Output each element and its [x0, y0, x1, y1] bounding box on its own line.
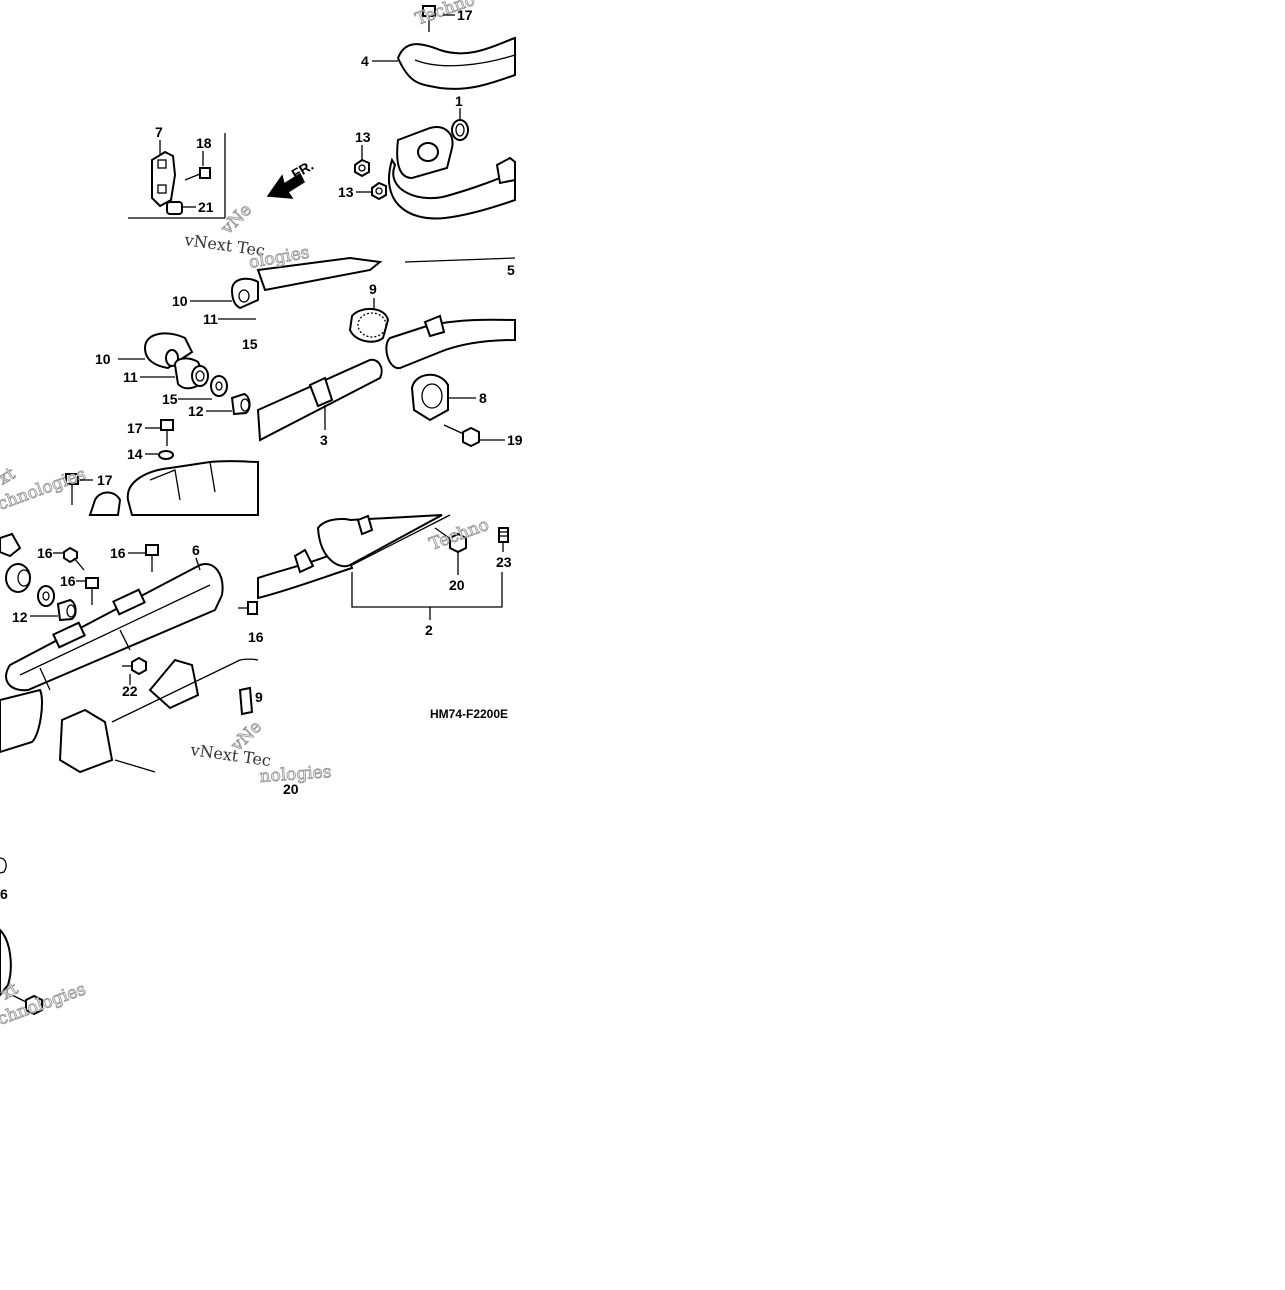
- diagram-code: HM74-F2200E: [430, 707, 508, 721]
- callout-11: 11: [123, 369, 138, 385]
- washer-part: [210, 375, 228, 397]
- heat-shield-part: [5, 563, 224, 692]
- callout-16: 16: [110, 545, 126, 561]
- washer-part: [158, 450, 174, 460]
- muffler-part: [257, 514, 451, 600]
- collar-part: [56, 598, 77, 622]
- callout-17: 17: [97, 472, 113, 488]
- bolt-part: [184, 167, 211, 181]
- callout-21: 21: [198, 199, 214, 215]
- watermark-text: xt: [0, 464, 19, 490]
- callout-15: 15: [242, 336, 258, 352]
- bolt-part: [434, 527, 467, 554]
- callout-4: 4: [361, 53, 369, 69]
- heat-shield-part: [126, 460, 259, 516]
- callout-14: 14: [127, 446, 143, 462]
- callout-16: 16: [60, 573, 76, 589]
- callout-2: 2: [425, 622, 433, 638]
- callout-23: 23: [496, 554, 512, 570]
- callout-12: 12: [188, 403, 204, 419]
- callout-9: 9: [369, 281, 377, 297]
- tile-top-right: FR. Techno vNext Tec vNe: [128, 0, 516, 260]
- rubber-mount-part: [5, 563, 31, 593]
- tile-bottom-left: chnologies xt 6: [0, 857, 89, 1030]
- muffler-pipe-part: [385, 314, 516, 370]
- callout-17: 17: [457, 7, 473, 23]
- bolt-part: [122, 656, 147, 676]
- tile-bottom: Techno vNext Tec vNe nologies 16 16 16 6…: [0, 514, 512, 797]
- callout-20: 20: [449, 577, 465, 593]
- callout-17: 17: [127, 420, 143, 436]
- watermark-text: nologies: [259, 762, 332, 787]
- callout-6: 6: [0, 886, 8, 902]
- muffler-part: [0, 688, 43, 754]
- callout-13: 13: [338, 184, 354, 200]
- collar-part: [230, 392, 251, 416]
- callout-16: 16: [248, 629, 264, 645]
- callout-10: 10: [95, 351, 111, 367]
- callout-1: 1: [455, 93, 463, 109]
- bolt-part: [160, 419, 174, 446]
- callout-10: 10: [172, 293, 188, 309]
- bolt-part: [238, 601, 258, 615]
- bolt-part: [85, 577, 99, 605]
- muffler-bracket-part: [230, 277, 259, 310]
- bolt-part: [63, 546, 85, 571]
- callout-18: 18: [196, 135, 212, 151]
- callout-5: 5: [507, 262, 515, 278]
- bolt-part: [422, 5, 436, 32]
- gasket-part: [451, 119, 469, 141]
- clamp-inset: [128, 133, 226, 219]
- callout-16: 16: [37, 545, 53, 561]
- front-arrow-icon: FR.: [266, 157, 316, 199]
- tile-middle: ologies chnologies xt 10 11 15 5 9 10 11…: [0, 242, 523, 516]
- callout-6: 6: [192, 542, 200, 558]
- callout-3: 3: [320, 432, 328, 448]
- callout-8: 8: [479, 390, 487, 406]
- screw-part: [498, 527, 509, 543]
- callout-7: 7: [155, 124, 163, 140]
- pipe-clamp-part: [410, 373, 449, 422]
- rubber-mount-part: [173, 357, 209, 390]
- sleeve-part: [348, 308, 390, 343]
- callout-9: 9: [255, 689, 263, 705]
- nut-part: [354, 158, 387, 201]
- bolt-part: [11, 994, 43, 1016]
- collar-part: [166, 201, 183, 215]
- connecting-pipe-part: [256, 358, 383, 442]
- header-pipe-part: [387, 157, 516, 220]
- bolt-part: [145, 544, 159, 572]
- watermark-text: xt: [0, 979, 22, 1005]
- bolt-part: [443, 424, 480, 448]
- callout-13: 13: [355, 129, 371, 145]
- callout-20: 20: [283, 781, 299, 797]
- washer-part: [37, 585, 55, 607]
- bolt-part: [65, 473, 79, 505]
- callout-15: 15: [162, 391, 178, 407]
- callout-12: 12: [12, 609, 28, 625]
- callout-22: 22: [122, 683, 138, 699]
- callout-11: 11: [203, 311, 218, 327]
- callout-19: 19: [507, 432, 523, 448]
- watermark-text: vNe: [217, 200, 256, 239]
- exhaust-pipe-part: [396, 36, 516, 90]
